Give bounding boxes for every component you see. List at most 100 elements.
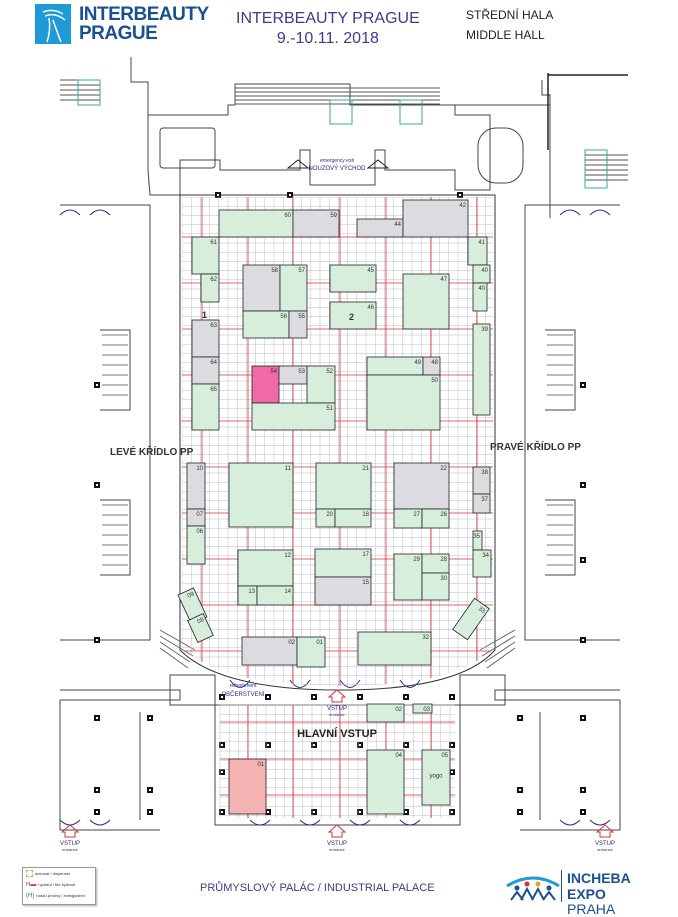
booth-area [329, 264, 377, 293]
booth-17[interactable]: 17 [314, 548, 372, 578]
booth-18[interactable]: 18 [334, 508, 372, 528]
booth-13[interactable]: 13 [237, 585, 258, 606]
booth-number: 01 [316, 640, 323, 646]
booth-42[interactable]: 42 [402, 199, 469, 238]
booth-60[interactable]: 60 [218, 209, 294, 238]
booth-number: 35 [473, 534, 480, 540]
booth-20[interactable]: 20 [315, 508, 336, 528]
booth-63[interactable]: 63 [191, 319, 220, 358]
booth-number: 59 [330, 213, 337, 219]
booth-53[interactable]: 53 [278, 365, 308, 385]
booth-30[interactable]: 30 [421, 572, 450, 601]
booth-46[interactable]: 46 [329, 301, 377, 330]
emergency-exit-label-cz: NOUZOVÝ VÝCHOD [308, 165, 366, 172]
booth-49[interactable]: 49 [366, 356, 424, 376]
booth-01[interactable]: 01 [228, 758, 267, 815]
pillar-core [582, 811, 584, 813]
booth-number: 47 [440, 277, 447, 283]
booth-number: 13 [248, 589, 255, 595]
booth-41[interactable]: 41 [467, 236, 488, 266]
booth-number: 27 [413, 512, 420, 518]
booth-number: 39 [481, 327, 488, 333]
booth-35[interactable]: 35 [472, 530, 483, 551]
booth-50[interactable]: 50 [366, 374, 441, 431]
booth-21[interactable]: 21 [315, 462, 372, 510]
booth-07[interactable]: 07 [186, 508, 206, 527]
booth-52[interactable]: 52 [306, 365, 336, 404]
booth-area [366, 703, 405, 723]
booth-number: 02 [395, 707, 402, 713]
booth-15[interactable]: 15 [314, 576, 372, 606]
booth-56[interactable]: 56 [242, 310, 290, 339]
booth-33[interactable]: 33 [452, 597, 490, 641]
booth-area [421, 749, 451, 806]
booth-04[interactable]: 04 [366, 749, 405, 815]
booth-12[interactable]: 12 [237, 549, 294, 587]
booth-02[interactable]: 02 [366, 703, 405, 723]
booth-57[interactable]: 57 [279, 264, 308, 312]
booth-27[interactable]: 27 [393, 508, 423, 529]
booth-area [314, 576, 372, 606]
booth-48[interactable]: 48 [422, 356, 441, 376]
legend-item: H▬hydrant / fire hydrant [23, 879, 95, 890]
booth-08[interactable]: 08 [187, 613, 214, 643]
booth-37[interactable]: 37 [472, 493, 491, 514]
booth-area [315, 462, 372, 510]
booth-54[interactable]: 54 [251, 365, 280, 404]
booth-26[interactable]: 26 [421, 508, 450, 529]
legend-item: automat / dispenser [23, 868, 95, 879]
booth-number: 61 [210, 240, 217, 246]
booth-29[interactable]: 29 [393, 553, 423, 601]
booth-44[interactable]: 44 [356, 218, 404, 238]
booth-51[interactable]: 51 [251, 402, 336, 431]
booth-10[interactable]: 10 [186, 462, 206, 510]
booth-32[interactable]: 32 [357, 631, 432, 666]
booth-area [472, 549, 492, 578]
booth-area [393, 462, 450, 510]
booth-number: 50 [431, 378, 438, 384]
booth-area [393, 553, 423, 601]
entrance-label-cz: VSTUP [327, 706, 347, 712]
incheba-text-praha: PRAHA [567, 901, 616, 917]
booth-40[interactable]: 40 [472, 264, 491, 284]
refreshment-label-cz: OBČERSTVENÍ [221, 691, 264, 698]
pillar-core [519, 717, 521, 719]
booth-45[interactable]: 45 [329, 264, 377, 293]
booth-area [334, 508, 372, 528]
booth-number: 26 [440, 512, 447, 518]
booth-64[interactable]: 64 [191, 356, 220, 385]
booth-02[interactable]: 02 [241, 636, 298, 666]
booth-22[interactable]: 22 [393, 462, 450, 510]
booth-01[interactable]: 01 [296, 636, 326, 668]
entrance-label-en: entrance [329, 847, 345, 852]
booth-47[interactable]: 47 [402, 273, 450, 330]
booth-area [452, 597, 490, 641]
booth-28[interactable]: 28 [421, 553, 450, 574]
booth-38[interactable]: 38 [472, 466, 491, 495]
booth-area [191, 383, 220, 431]
booth-65[interactable]: 65 [191, 383, 220, 431]
pillar-core [582, 639, 584, 641]
booth-59[interactable]: 59 [292, 209, 340, 238]
booth-11[interactable]: 11 [228, 462, 294, 528]
legend-text: hydrant / fire hydrant [38, 882, 76, 887]
booth-40[interactable]: 40 [472, 282, 488, 312]
booth-number: 07 [196, 512, 203, 518]
booth-area [187, 613, 214, 643]
booth-62[interactable]: 62 [200, 273, 220, 303]
booth-58[interactable]: 58 [242, 264, 281, 312]
booth-03[interactable]: 03 [412, 703, 433, 714]
incheba-text-expo: EXPO [567, 886, 606, 902]
booth-34[interactable]: 34 [472, 549, 492, 578]
entrances: VSTUPentranceVSTUPentranceVSTUPentranceV… [60, 689, 615, 852]
booth-06[interactable]: 06 [186, 525, 206, 565]
pillar-core [451, 811, 453, 813]
booth-55[interactable]: 55 [288, 310, 308, 339]
booth-14[interactable]: 14 [256, 585, 294, 606]
booth-61[interactable]: 61 [191, 236, 220, 275]
booth-39[interactable]: 39 [472, 323, 491, 416]
booth-area [329, 301, 377, 330]
